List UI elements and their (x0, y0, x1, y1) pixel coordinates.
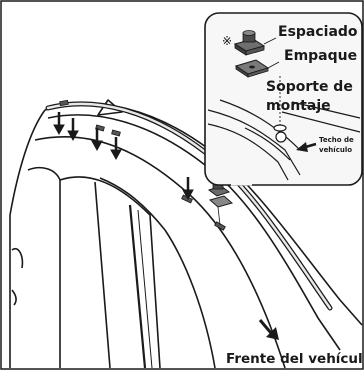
front-direction-arrow-icon (258, 319, 279, 340)
reference-mark: ※ (222, 34, 233, 48)
callout-gasket-part (234, 59, 270, 78)
down-arrow-icon (91, 128, 103, 152)
callout-spacer-part (233, 30, 266, 56)
down-arrow-icon (67, 118, 79, 142)
callout-leader-lines (263, 37, 281, 125)
callout-roof-panel (207, 99, 361, 181)
down-arrow-icons (53, 112, 194, 201)
down-arrow-icon (53, 112, 65, 136)
roof-pointer-arrow-icon (296, 142, 317, 152)
spacer-label: Espaciado (278, 24, 358, 40)
mounting-bracket-label-line1: Soporte de (266, 79, 353, 95)
mounting-slots (59, 99, 226, 231)
vehicle-roof-label-line2: vehículo (319, 146, 353, 154)
mounting-bracket-label-line2: montaje (266, 98, 331, 114)
vehicle-roof-label-line1: Techo de (319, 136, 354, 144)
down-arrow-icon (182, 177, 194, 201)
detail-callout (204, 12, 363, 186)
down-arrow-icon (110, 137, 122, 161)
vehicle-front-label: Frente del vehícul (226, 351, 363, 367)
gasket-label: Empaque (284, 48, 358, 64)
